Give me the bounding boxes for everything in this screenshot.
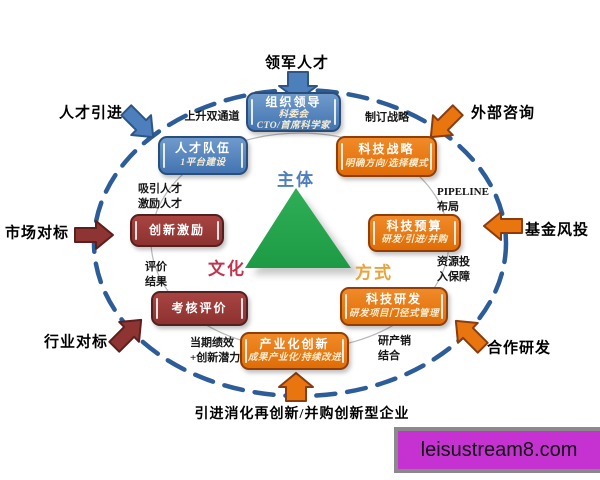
- annotation-pipeline: PIPELINE 布局: [437, 185, 489, 215]
- annotation-eval-result: 评价 结果: [145, 260, 167, 290]
- annotation-performance: 当期绩效 +创新潜力: [190, 336, 240, 366]
- annotation-pipeline-line2: 布局: [437, 200, 459, 213]
- box-org-leadership: 组织领导 科委会 CTO/首席科学家: [246, 92, 341, 132]
- box-innovation-incentive: 创新激励: [130, 214, 224, 247]
- arrow-external-consult: [429, 104, 464, 139]
- annotation-attract-line2: 激励人才: [138, 197, 182, 210]
- box-tech-rd-line1: 研发项目门径式管理: [348, 308, 439, 319]
- box-tech-strategy-line1: 明确方向/选择模式: [344, 158, 429, 169]
- annotation-perf-line2: +创新潜力: [190, 351, 241, 364]
- box-tech-rd-title: 科技研发: [365, 291, 422, 306]
- box-industrial-innovation-title: 产业化创新: [259, 336, 330, 351]
- box-industrial-innovation: 产业化创新 成果产业化/持续改进: [240, 332, 349, 370]
- annotation-make-strategy: 制订战略: [365, 111, 409, 124]
- annotation-rps-line1: 研产销: [378, 335, 411, 347]
- box-tech-strategy: 科技战略 明确方向/选择模式: [336, 136, 437, 177]
- label-coop-rd: 合作研发: [486, 340, 552, 357]
- box-industrial-innovation-line1: 成果产业化/持续改进: [247, 352, 342, 363]
- annotation-rps-combine: 研产销 结合: [378, 334, 411, 364]
- annotation-pipeline-line1: PIPELINE: [437, 186, 489, 198]
- arrow-fund-vc: [483, 211, 523, 241]
- box-assessment-title: 考核评价: [171, 300, 228, 315]
- arrow-industry-benchmark: [108, 318, 143, 353]
- box-tech-budget: 科技预算 研发/引进/并购: [368, 214, 461, 252]
- watermark-badge: leisustream8.com: [394, 427, 600, 473]
- annotation-resource-line2: 入保障: [437, 270, 470, 283]
- annotation-eval-line1: 评价: [145, 261, 167, 273]
- label-external-consult: 外部咨询: [470, 105, 536, 122]
- arrow-market-benchmark: [74, 220, 114, 250]
- triangle-label-subject: 主体: [277, 170, 315, 190]
- annotation-eval-line2: 结果: [145, 275, 167, 288]
- label-market-benchmark: 市场对标: [4, 225, 70, 242]
- label-industry-benchmark: 行业对标: [43, 334, 109, 351]
- box-org-leadership-line1: 科委会: [278, 109, 309, 120]
- box-talent-team-line1: 1平台建设: [180, 157, 226, 168]
- annotation-rps-line2: 结合: [378, 349, 400, 362]
- annotation-resource-line1: 资源投: [437, 256, 470, 268]
- label-bottom-import-innovation: 引进消化再创新/并购创新型企业: [194, 407, 410, 422]
- box-tech-rd: 科技研发 研发项目门径式管理: [340, 287, 448, 326]
- box-talent-team-title: 人才队伍: [174, 140, 231, 155]
- box-org-leadership-line2: CTO/首席科学家: [256, 121, 331, 132]
- box-tech-budget-title: 科技预算: [386, 218, 443, 233]
- label-top-leader-talent: 领军人才: [264, 55, 330, 72]
- label-talent-intro: 人才引进: [58, 105, 124, 122]
- annotation-resource-guarantee: 资源投 入保障: [437, 255, 470, 285]
- annotation-dual-channel: 上升双通道: [184, 110, 240, 123]
- box-org-leadership-title: 组织领导: [265, 95, 322, 109]
- annotation-perf-line1: 当期绩效: [190, 337, 234, 349]
- watermark-text: leisustream8.com: [420, 438, 578, 461]
- annotation-attract-talent: 吸引人才 激励人才: [138, 182, 182, 212]
- label-fund-vc: 基金风投: [524, 222, 590, 239]
- box-assessment: 考核评价: [151, 291, 248, 326]
- box-tech-strategy-title: 科技战略: [358, 141, 415, 156]
- box-tech-budget-line1: 研发/引进/并购: [381, 234, 448, 245]
- arrow-bottom-import: [278, 372, 314, 402]
- box-innovation-incentive-title: 创新激励: [148, 222, 205, 237]
- annotation-attract-line1: 吸引人才: [138, 183, 182, 195]
- arrow-coop-rd: [454, 319, 489, 354]
- triangle-label-method: 方式: [355, 263, 393, 283]
- center-triangle: [245, 188, 351, 268]
- arrow-talent-intro: [120, 104, 155, 139]
- triangle-label-culture: 文化: [208, 259, 246, 279]
- box-talent-team: 人才队伍 1平台建设: [158, 136, 248, 175]
